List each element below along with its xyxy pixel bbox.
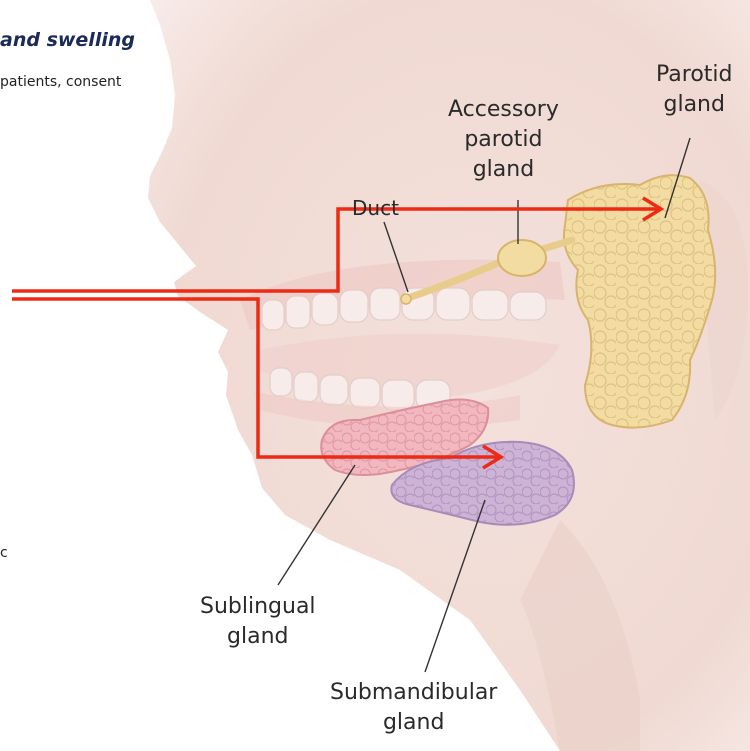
label-accessory-line1: Accessory [448, 95, 559, 125]
label-accessory-parotid: Accessory parotid gland [448, 95, 559, 185]
label-accessory-line3: gland [448, 155, 559, 185]
accessory-parotid-gland [498, 240, 546, 276]
label-sublingual-line1: Sublingual [200, 592, 316, 622]
label-parotid-line2: gland [656, 90, 732, 120]
label-submandibular: Submandibular gland [330, 678, 497, 738]
label-sublingual-line2: gland [200, 622, 316, 652]
duct-opening [401, 294, 411, 304]
label-parotid-line1: Parotid [656, 60, 732, 90]
label-accessory-line2: parotid [448, 125, 559, 155]
label-submandibular-line1: Submandibular [330, 678, 497, 708]
label-parotid: Parotid gland [656, 60, 732, 120]
slide-subtitle: patients, consent [0, 74, 121, 90]
label-submandibular-line2: gland [330, 708, 497, 738]
label-duct: Duct [352, 196, 399, 220]
slide-title: and swelling [0, 29, 135, 51]
label-sublingual: Sublingual gland [200, 592, 316, 652]
slide-text-fragment: c [0, 545, 8, 561]
